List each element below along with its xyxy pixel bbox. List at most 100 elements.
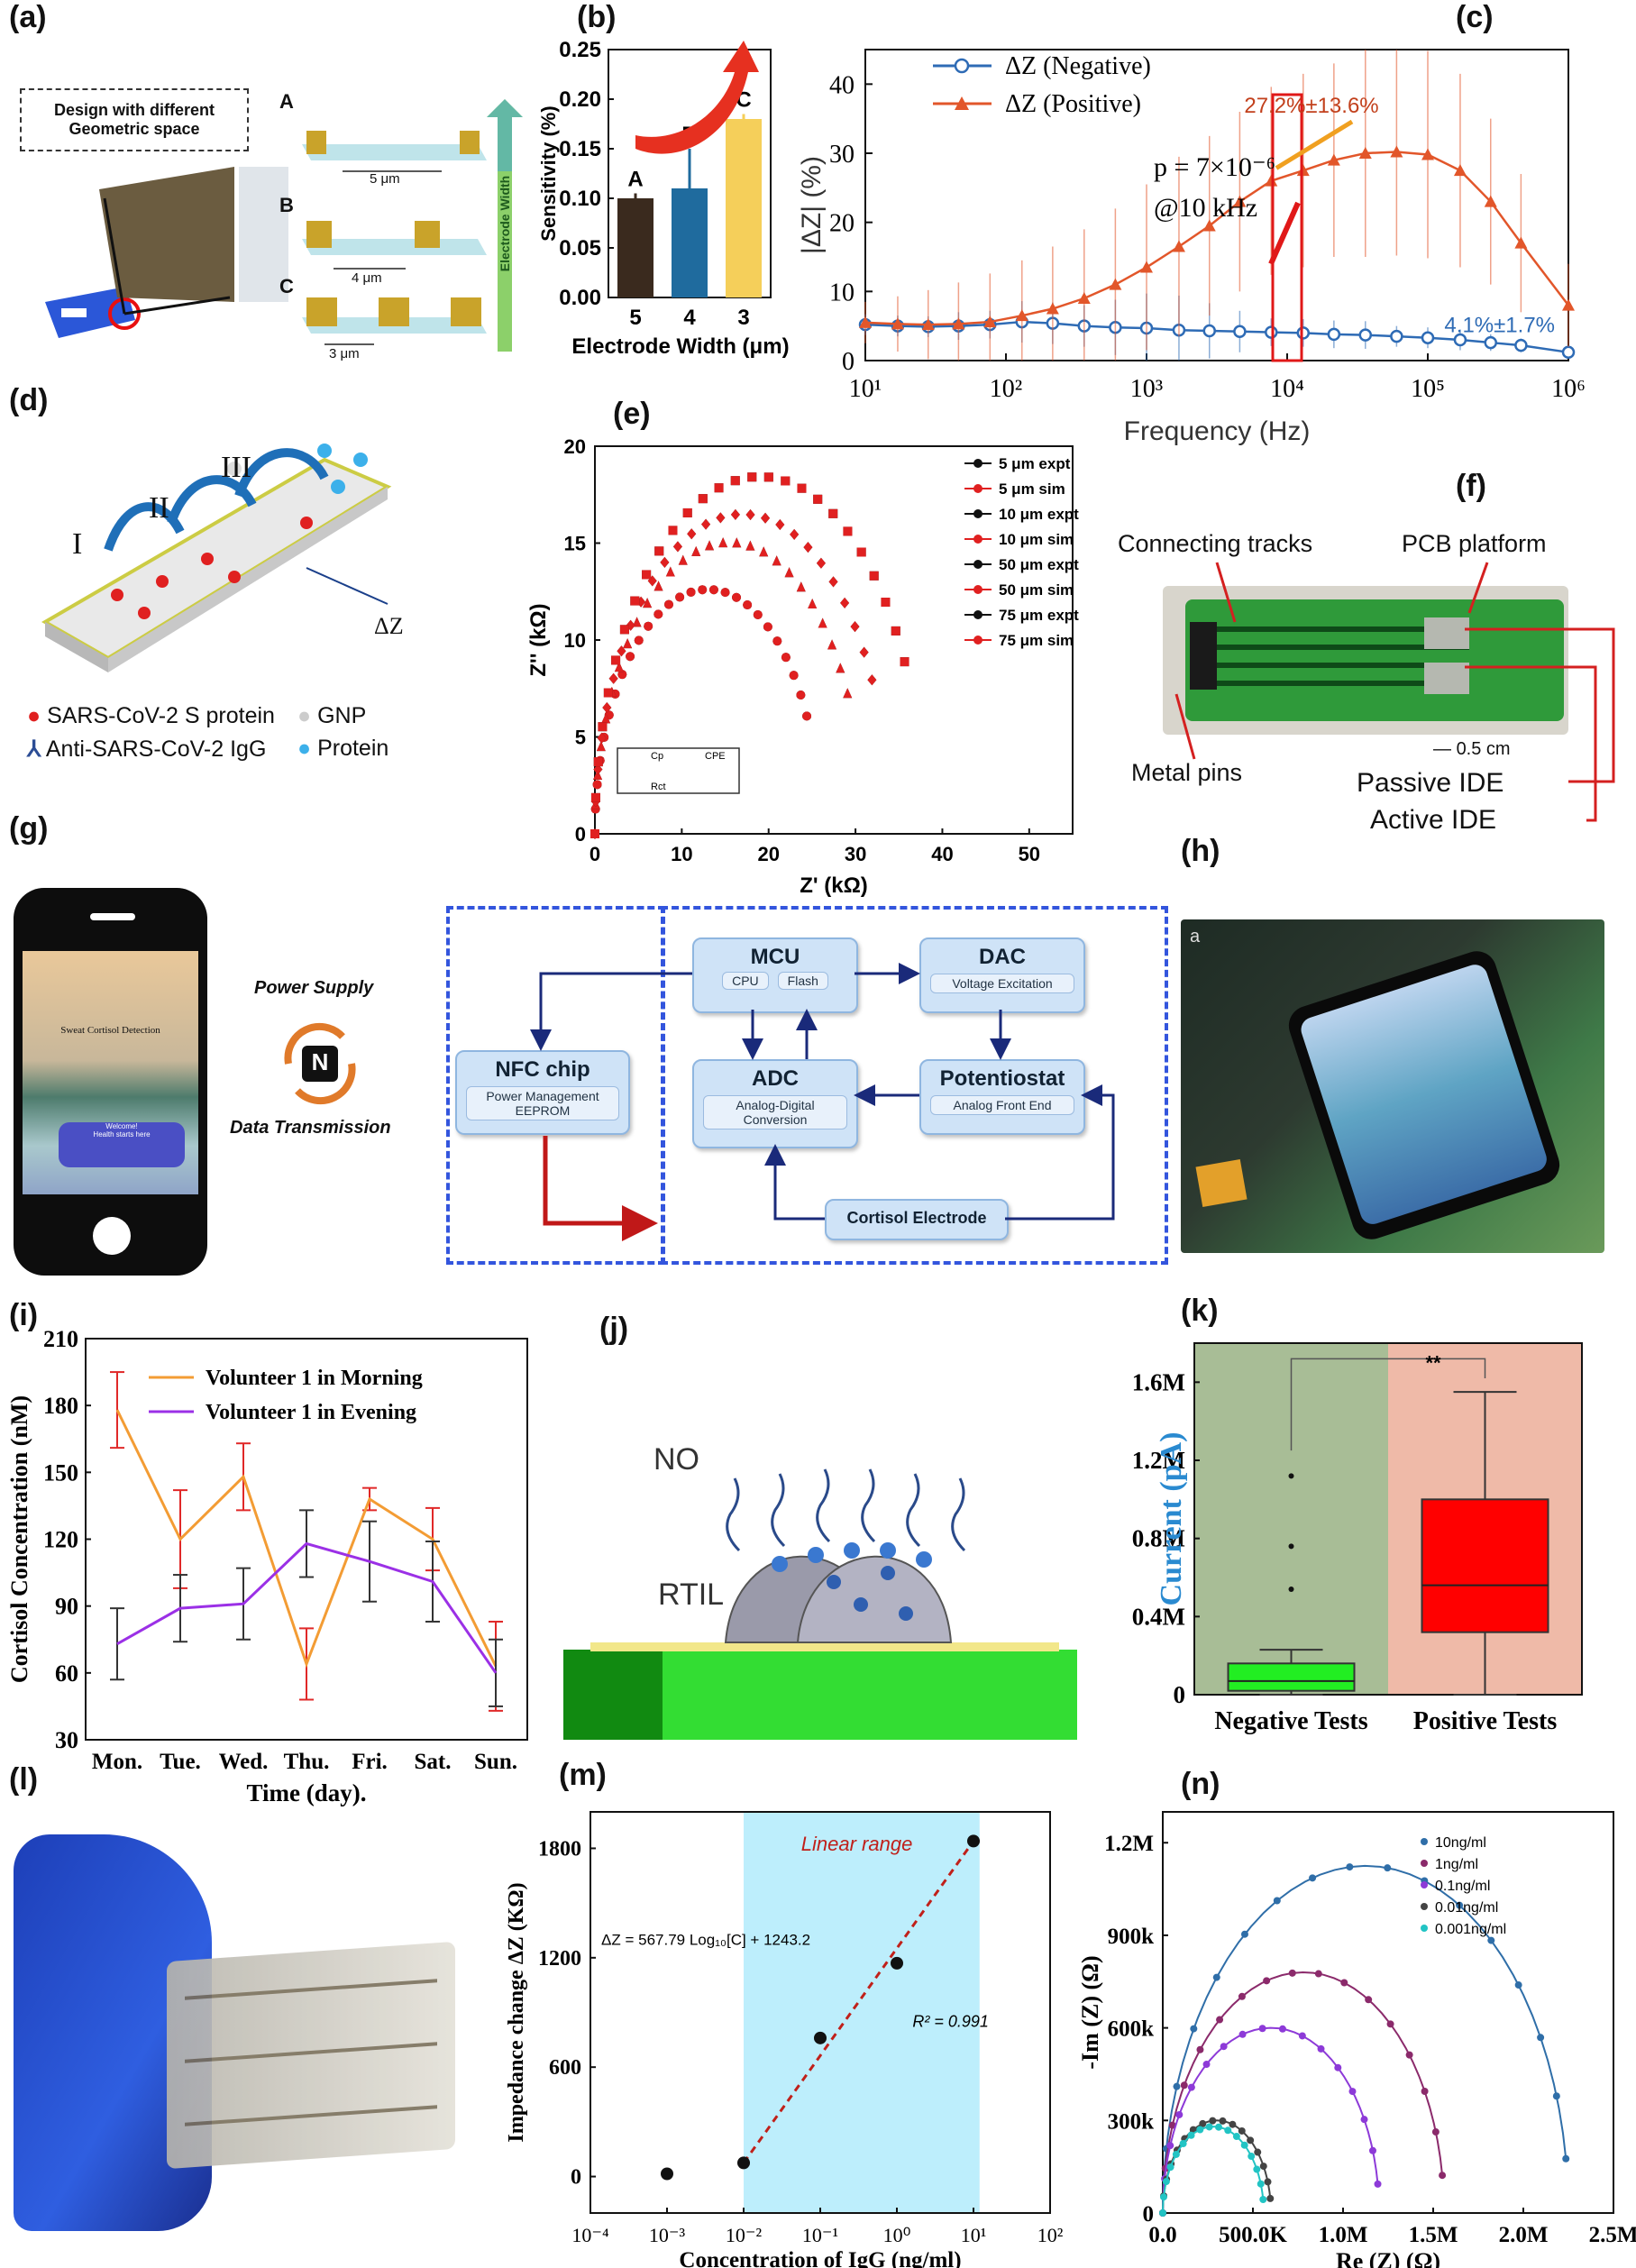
data-point xyxy=(1263,1977,1271,1985)
data-point xyxy=(593,757,603,767)
data-point xyxy=(836,663,845,673)
data-point xyxy=(634,636,644,645)
smartphone: Sweat Cortisol Detection Welcome! Health… xyxy=(14,888,207,1276)
y-tick-label: 0.25 xyxy=(559,38,601,62)
legend-marker xyxy=(955,96,969,110)
legend-gnp: GNP xyxy=(317,703,367,728)
y-tick-label: 0.4M xyxy=(1132,1603,1185,1630)
data-point xyxy=(763,472,773,482)
annotation-pointer xyxy=(1275,119,1354,170)
phone-welcome-sub: Health starts here xyxy=(93,1130,151,1139)
panel-h-label: (h) xyxy=(1181,834,1220,868)
y-axis-label: Sensitivity (%) xyxy=(537,105,560,241)
data-point xyxy=(1453,333,1467,347)
data-point xyxy=(1257,2180,1265,2188)
data-point xyxy=(1421,148,1434,160)
data-point xyxy=(1190,2025,1198,2033)
data-point xyxy=(701,518,711,530)
x-tick-label: 10² xyxy=(990,375,1022,403)
legend-marker xyxy=(954,58,970,74)
data-point xyxy=(1179,2140,1187,2148)
spacing-3um: 3 μm xyxy=(329,346,360,361)
x-tick-label: 10² xyxy=(1037,2224,1064,2246)
data-point xyxy=(720,588,730,598)
plot-frame xyxy=(1193,1342,1583,1696)
scale-label: — 0.5 cm xyxy=(1433,739,1511,759)
x-tick-label: 0.0 xyxy=(1148,2223,1176,2247)
data-point xyxy=(1360,2116,1368,2124)
f-arrows xyxy=(1174,562,1615,822)
data-point xyxy=(663,599,673,609)
protein-icon: ● xyxy=(297,736,312,761)
legend-marker xyxy=(973,509,983,518)
mcu-block: MCU CPU Flash xyxy=(692,937,858,1013)
y-tick-label: 1.6M xyxy=(1132,1368,1185,1395)
data-point xyxy=(784,567,794,578)
legend-entry: 0.001ng/ml xyxy=(1435,1922,1506,1937)
data-point xyxy=(597,732,607,744)
data-point xyxy=(790,528,800,540)
data-point xyxy=(813,494,823,504)
annotation-positive: 27.2%±13.6% xyxy=(1244,94,1378,118)
data-point xyxy=(1220,2043,1228,2051)
data-point xyxy=(1421,331,1435,344)
data-point xyxy=(753,609,763,619)
legend-marker xyxy=(1421,1881,1428,1888)
gnp-icon: ● xyxy=(297,703,312,728)
trend-arrow xyxy=(635,41,759,154)
data-point xyxy=(1296,326,1311,340)
data-point xyxy=(1259,2196,1267,2204)
data-point xyxy=(1166,2163,1174,2172)
data-point xyxy=(730,508,740,520)
data-point xyxy=(678,554,688,565)
data-point xyxy=(1219,2117,1227,2125)
data-point xyxy=(1254,2148,1262,2156)
j-sensor-drawing xyxy=(563,1468,1077,1740)
x-tick-label: 10⁴ xyxy=(1270,375,1304,403)
y-tick-label: 210 xyxy=(43,1326,78,1352)
panel-k-label: (k) xyxy=(1181,1294,1219,1328)
pcb-platform-label: PCB platform xyxy=(1402,530,1547,557)
data-point xyxy=(921,318,935,331)
data-point xyxy=(1386,2020,1394,2028)
x-tick-label: Positive Tests xyxy=(1413,1707,1558,1735)
data-point xyxy=(593,764,603,775)
data-point xyxy=(1238,2030,1247,2038)
series-curve xyxy=(1162,1971,1444,2214)
data-point xyxy=(617,670,627,680)
x-tick-label: 40 xyxy=(931,843,953,865)
panel-f-label: (f) xyxy=(1456,469,1486,503)
data-point xyxy=(668,526,678,535)
mcu-dashed-region xyxy=(661,906,1168,1265)
active-ide-label: Active IDE xyxy=(1370,805,1497,835)
step-II: II xyxy=(149,491,169,525)
data-point xyxy=(596,741,606,752)
legend-marker xyxy=(973,585,983,594)
data-point xyxy=(1562,298,1575,311)
data-point xyxy=(603,688,613,698)
phone-home-button[interactable] xyxy=(93,1217,131,1255)
legend-marker xyxy=(973,560,983,569)
data-point xyxy=(828,508,838,518)
legend-entry: 75 μm sim xyxy=(999,632,1074,649)
legend-entry: 10 μm expt xyxy=(999,506,1079,523)
panel-g-label: (g) xyxy=(9,811,49,846)
adc-block: ADC Analog-Digital Conversion xyxy=(692,1059,858,1148)
data-point xyxy=(1202,219,1216,232)
data-point xyxy=(814,2031,827,2044)
data-point xyxy=(691,545,701,556)
x-tick-label: 10 xyxy=(671,843,692,865)
x-tick-label: Sat. xyxy=(415,1750,452,1774)
data-point xyxy=(1168,2121,1176,2129)
data-point xyxy=(1166,2142,1174,2150)
y-axis-label: Impedance change ΔZ (KΩ) xyxy=(505,1882,528,2142)
data-point xyxy=(1172,240,1185,252)
data-point xyxy=(803,542,813,553)
circuit-cpe: CPE xyxy=(705,751,726,762)
x-tick-label: 2.0M xyxy=(1499,2223,1549,2247)
panel-j-sensor: NO RTIL xyxy=(563,1406,1077,1740)
legend-marker xyxy=(973,535,983,544)
data-point xyxy=(1453,164,1467,177)
data-point xyxy=(796,581,806,592)
